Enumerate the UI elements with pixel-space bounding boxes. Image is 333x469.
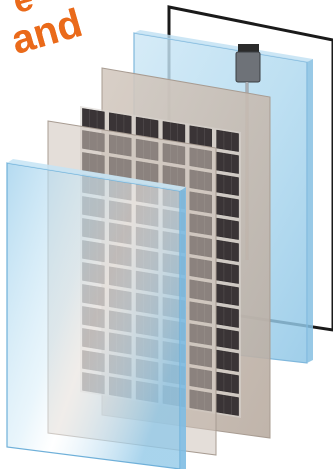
front-glass	[7, 159, 186, 469]
solar-cell	[217, 372, 239, 394]
solar-cell	[217, 328, 239, 350]
solar-cell	[217, 306, 239, 328]
solar-cell	[217, 284, 239, 306]
solar-cell	[217, 262, 239, 284]
solar-cell	[217, 218, 239, 240]
solar-cell	[217, 240, 239, 262]
solar-cell	[217, 394, 239, 416]
solar-cell	[217, 152, 239, 174]
solar-cell	[217, 130, 239, 152]
solar-cell	[217, 196, 239, 218]
solar-cell	[217, 350, 239, 372]
solar-cell	[217, 174, 239, 196]
